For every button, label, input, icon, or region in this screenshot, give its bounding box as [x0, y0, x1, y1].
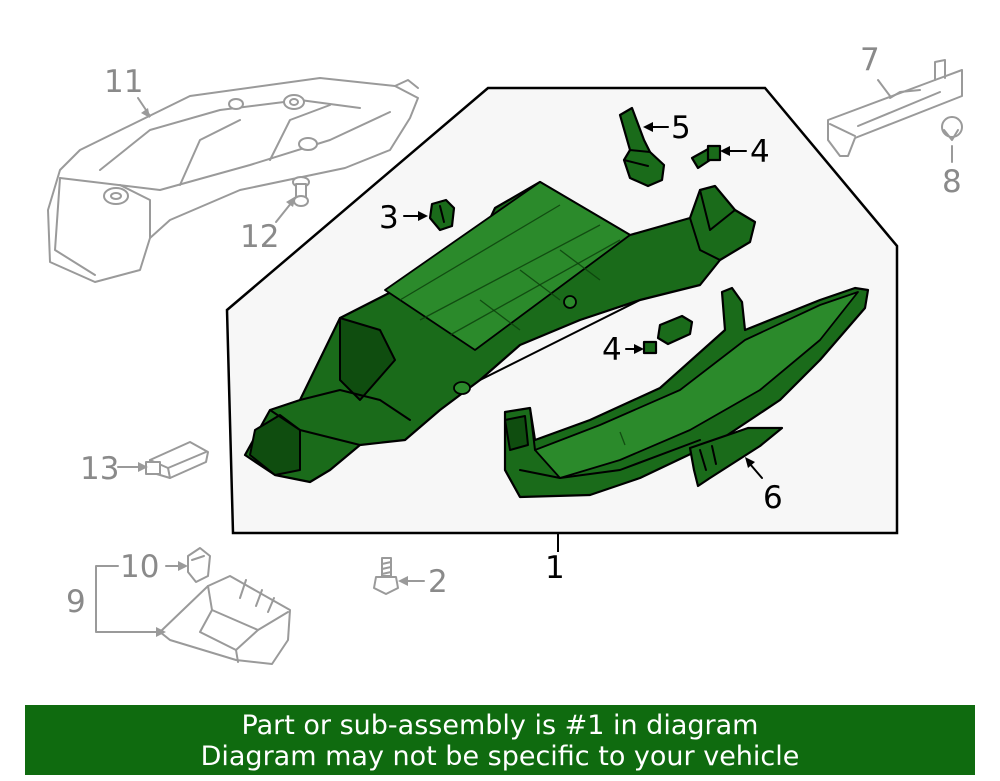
arrow-4-lower [634, 344, 644, 354]
callout-13: 13 [80, 451, 119, 487]
callout-6: 6 [763, 480, 783, 516]
bracket-9-10 [95, 565, 159, 633]
part-13-switch [145, 441, 209, 479]
part-9-lower-cover [159, 575, 291, 665]
info-banner: Part or sub-assembly is #1 in diagram Di… [25, 705, 975, 775]
arrow-4-upper [720, 146, 730, 156]
callout-5: 5 [671, 110, 691, 146]
callout-10: 10 [120, 549, 159, 585]
part-11-trim-panel [47, 77, 419, 283]
callout-8: 8 [942, 164, 962, 200]
callout-11: 11 [104, 64, 143, 100]
arrow-6 [745, 457, 755, 468]
part-12-screw [292, 176, 310, 207]
arrow-5 [643, 122, 653, 132]
part-4-screw-upper [690, 144, 722, 170]
arrow-10 [178, 561, 188, 571]
leader-6 [749, 463, 763, 479]
callout-4-upper: 4 [750, 134, 770, 170]
arrow-2 [398, 576, 408, 586]
arrow-12 [286, 196, 296, 207]
part-1-glove-box-bin [243, 180, 757, 484]
callout-2: 2 [428, 564, 448, 600]
arrow-11 [141, 108, 150, 118]
banner-line-1: Part or sub-assembly is #1 in diagram [241, 710, 759, 741]
banner-line-2: Diagram may not be specific to your vehi… [200, 741, 800, 772]
callout-7: 7 [860, 42, 880, 78]
callout-4-lower: 4 [602, 332, 622, 368]
arrow-13 [138, 462, 148, 472]
part-6-handle [688, 426, 784, 488]
part-3-clip [428, 198, 456, 232]
part-8-clip [941, 116, 963, 141]
callout-3: 3 [379, 200, 399, 236]
callout-12: 12 [240, 219, 279, 255]
arrow-9 [156, 627, 166, 637]
parts-diagram: 1 2 3 4 4 5 6 7 8 9 10 11 12 13 [47, 42, 963, 665]
part-10-clip [187, 547, 211, 583]
part-1-glove-box-door [503, 286, 870, 499]
part-2-bolt [373, 557, 399, 595]
part-5-damper [618, 106, 666, 188]
leader-7 [877, 79, 891, 97]
arrow-3 [418, 211, 428, 221]
part-4-latch-lower [642, 314, 694, 355]
leader-12 [275, 201, 293, 223]
part-7-bracket [827, 59, 963, 157]
callout-1: 1 [545, 550, 565, 586]
callout-9: 9 [66, 584, 86, 620]
